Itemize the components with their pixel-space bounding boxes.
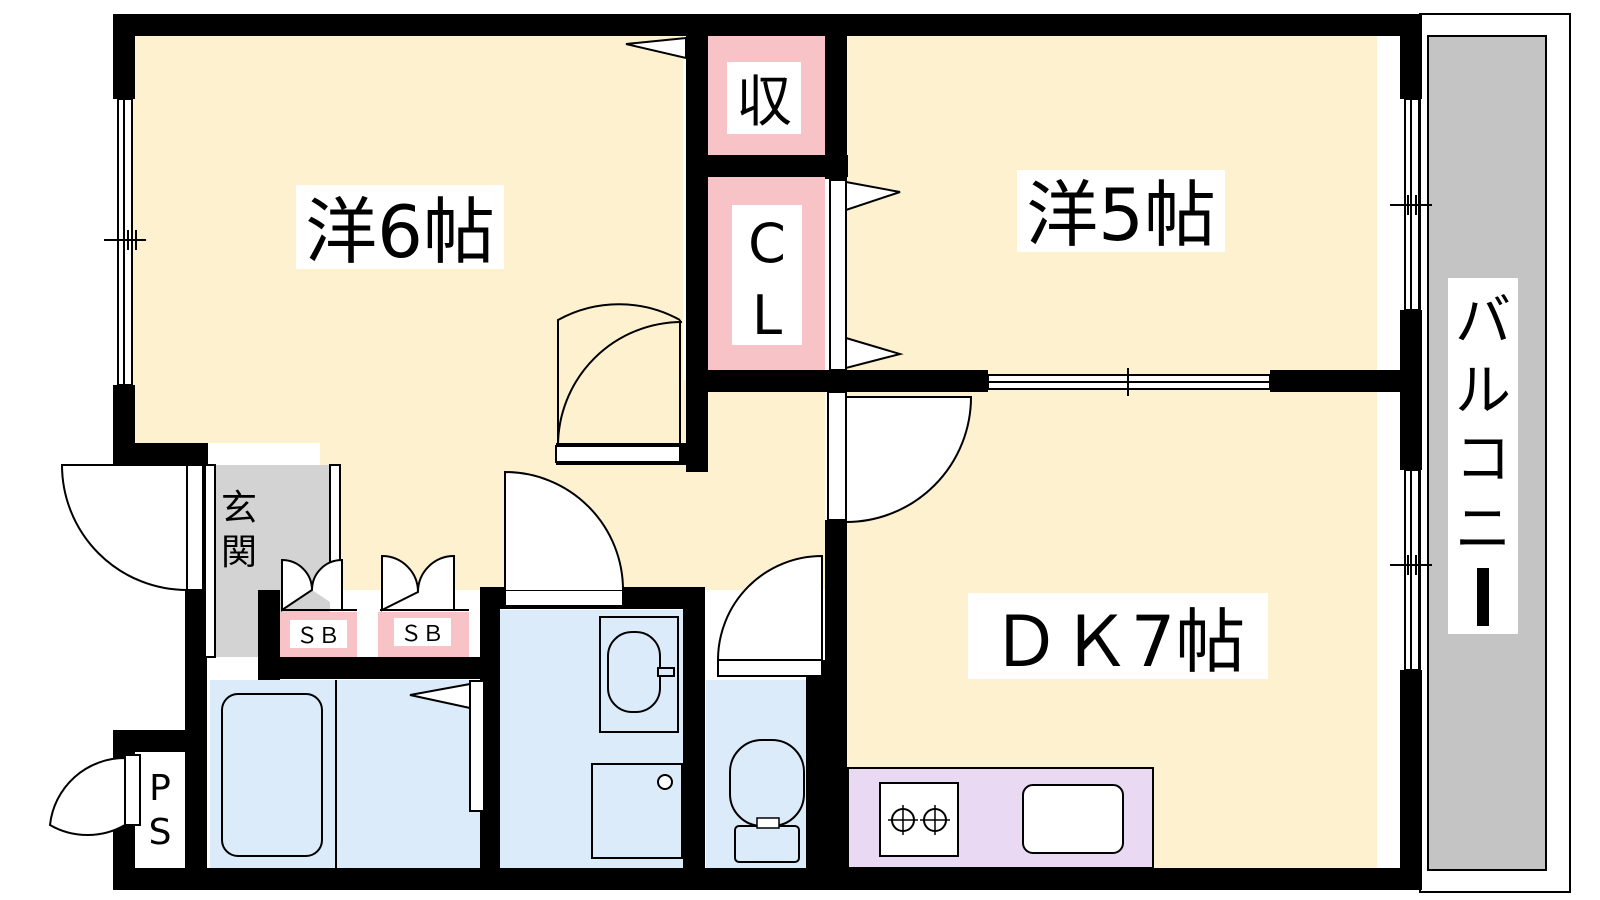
label-bg-sb-1 [290,620,347,648]
toilet-tank-icon [734,825,800,863]
balcony-label-5: ー [1483,617,1484,619]
toilet-valve-icon [756,817,780,829]
closet-label-c: C [748,212,786,275]
drain-icon [657,774,673,790]
burner-marks [888,805,950,835]
balcony-label-4: ニ [1455,497,1511,562]
toilet-bowl-icon [729,739,805,827]
washbasin-icon [607,631,661,713]
entrance-label-1: 玄 [221,488,257,529]
pipe-space-label-s: S [149,812,172,853]
balcony-label-5-group: ー [1477,568,1489,626]
label-bg-western-6 [296,185,504,269]
room-label-western-5: 洋5帖 [1026,173,1216,257]
balcony-label-1: バ [1455,289,1511,354]
pipe-space-label-p: P [149,768,171,809]
room-label-western-6: 洋6帖 [305,190,495,274]
storage-label-shu: 収 [736,70,792,135]
shoebox-label-2: ＳＢ [400,622,444,647]
bathtub-icon [221,693,323,857]
washbasin-tap-icon [657,667,675,677]
label-bg-dk-7 [968,593,1268,679]
kitchen-sink-icon [1022,784,1124,854]
pipe-space-floor [138,752,184,870]
balcony-label-3: コ [1455,427,1511,492]
label-bg-shu [727,62,801,134]
room-label-dk-7: ＤＫ7帖 [991,601,1246,683]
windows [104,98,1432,671]
label-bg-cl [732,205,802,345]
balcony-label-2: ル [1455,359,1511,424]
doors [48,36,973,836]
entrance-label-2: 関 [221,532,257,573]
shoebox-label-1: ＳＢ [296,624,340,649]
closet-label-l: L [752,284,782,347]
genkan-step [204,464,216,658]
label-bg-western-5 [1017,170,1225,252]
label-bg-sb-2 [394,618,451,646]
